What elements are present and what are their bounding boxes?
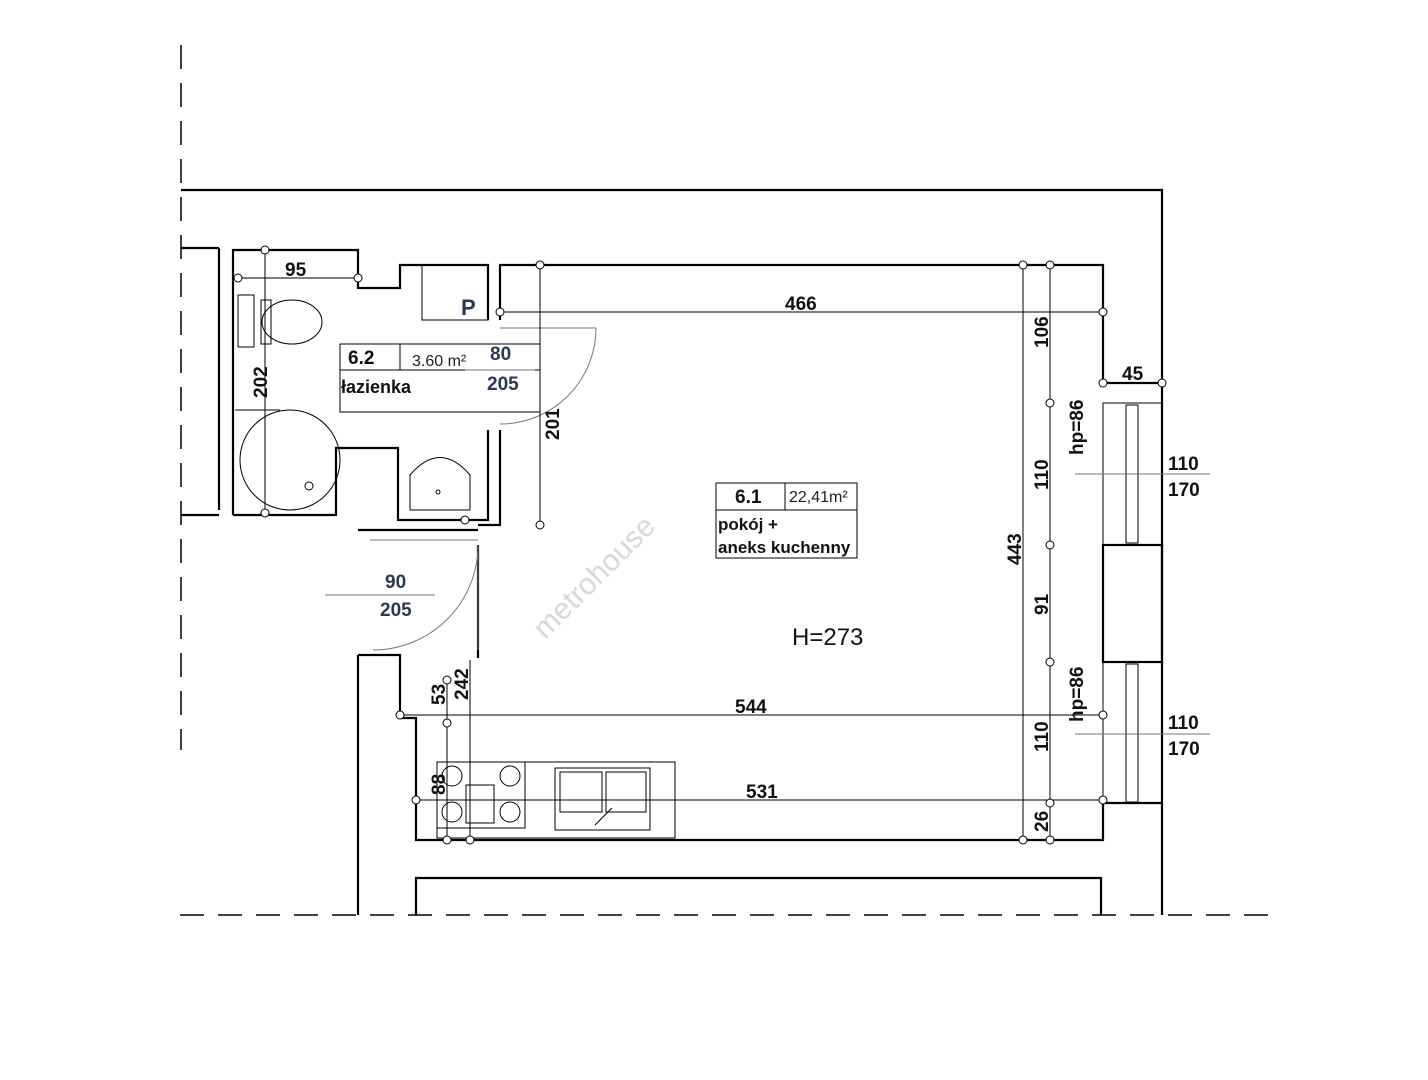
dim-bath-depth: 202	[251, 366, 272, 398]
room-area-main: 22,41m²	[789, 489, 848, 506]
dim-right-110b: 110	[1032, 721, 1053, 752]
fixture-label-p: P	[461, 295, 476, 320]
dim-right-106: 106	[1032, 316, 1053, 348]
wall-pier	[1101, 543, 1164, 664]
dim-bath-door-width: 80	[490, 344, 511, 365]
dim-wall-45: 45	[1122, 364, 1144, 385]
shower-icon	[235, 409, 341, 511]
dim-left-242: 242	[452, 668, 473, 700]
dim-counter: 531	[746, 782, 778, 803]
window2-sill-height: hp=86	[1067, 667, 1088, 722]
window1-sill-height: hp=86	[1067, 400, 1088, 455]
toilet-icon	[237, 294, 323, 348]
room-number-bathroom: 6.2	[348, 348, 374, 369]
dim-counter-depth: 88	[429, 774, 450, 795]
window2-width: 110	[1168, 713, 1199, 734]
dimension-lines	[233, 245, 1210, 845]
dim-entry-door-width: 90	[385, 572, 406, 593]
room-name-bathroom: łazienka	[341, 377, 412, 397]
window1-height: 170	[1168, 480, 1200, 501]
double-sink-icon	[554, 767, 651, 831]
room-name-main-line2: aneks kuchenny	[718, 538, 851, 557]
bathroom-door[interactable]	[499, 327, 597, 425]
dim-left-53: 53	[429, 684, 450, 705]
watermark: metrohouse	[527, 510, 662, 645]
entry-door[interactable]	[370, 539, 479, 651]
ceiling-height: H=273	[792, 624, 863, 651]
dim-room-mid: 544	[735, 697, 767, 718]
dim-bath-width: 95	[285, 260, 307, 281]
dim-room-depth: 443	[1005, 533, 1026, 565]
room-name-main-line1: pokój +	[718, 515, 778, 534]
cooktop-icon	[436, 761, 526, 829]
room-area-bathroom: 3.60 m²	[412, 353, 467, 370]
dim-bath-side: 201	[543, 408, 564, 440]
dim-right-91: 91	[1032, 593, 1053, 615]
dim-room-top: 466	[785, 294, 817, 315]
room-number-main: 6.1	[735, 487, 762, 508]
window-2	[1102, 661, 1163, 804]
dim-right-26: 26	[1032, 811, 1053, 832]
dim-right-110a: 110	[1032, 459, 1053, 490]
window2-height: 170	[1168, 739, 1200, 760]
window1-width: 110	[1168, 454, 1199, 475]
dim-bath-door-height: 205	[487, 374, 519, 395]
sink-icon	[409, 457, 471, 511]
dim-entry-door-height: 205	[380, 600, 412, 621]
